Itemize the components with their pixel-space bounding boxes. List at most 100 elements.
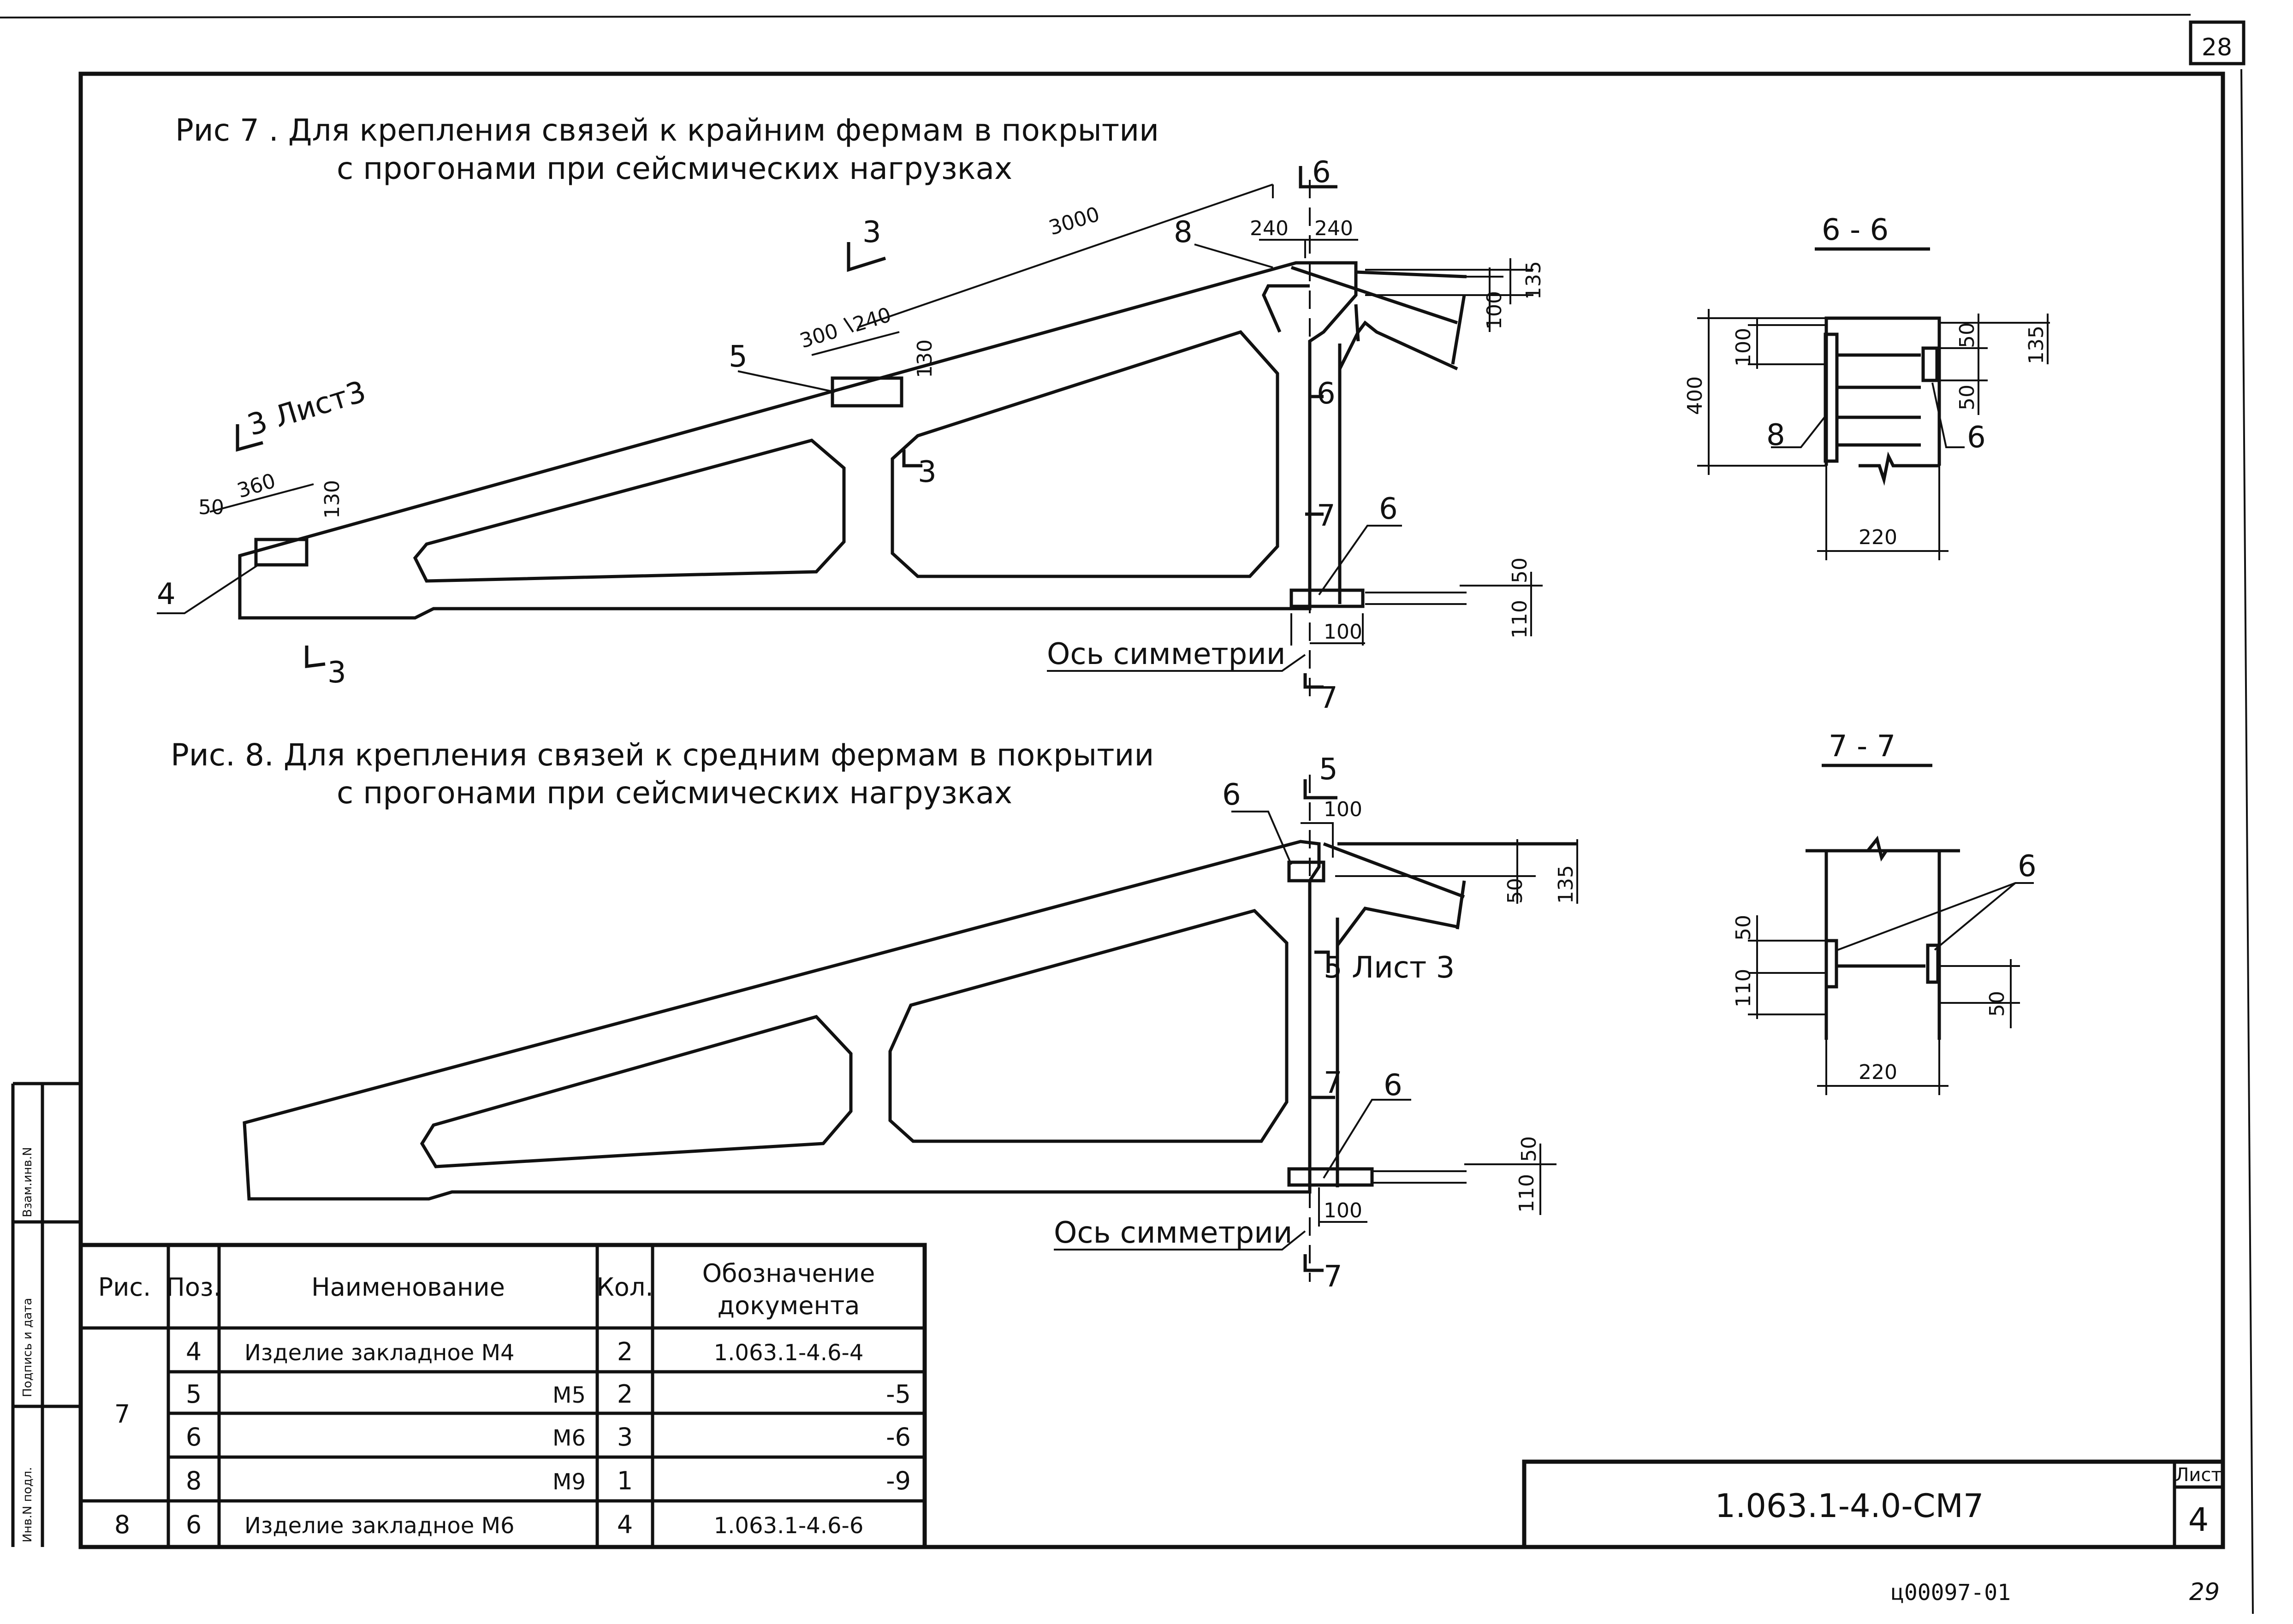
- dim-360: 360: [234, 469, 278, 503]
- section66-dim-220: 220: [1859, 526, 1897, 549]
- fig7-caption-line2: с прогонами при сейсмических нагрузках: [337, 151, 1012, 186]
- fig7-labels: 6 6 3 3 Лист3 3 3 7 7 8 5 4 6 Ось симмет…: [157, 155, 1402, 715]
- table-header-poz: Поз.: [166, 1273, 221, 1302]
- dim-50: 50: [198, 496, 224, 519]
- section66-dim-50-a: 50: [1955, 322, 1979, 348]
- row3-poz: 6: [186, 1422, 202, 1452]
- row4-poz: 8: [186, 1466, 202, 1495]
- row2-name: М5: [552, 1382, 586, 1408]
- fig7-section3-top: 3: [862, 215, 881, 249]
- fig8-axis-label: Ось симметрии: [1054, 1216, 1292, 1250]
- table-header-kol: Кол.: [596, 1273, 653, 1302]
- spec-table: Рис. Поз. Наименование Кол. Обозначение …: [81, 1243, 927, 1547]
- dim-3000: 3000: [1046, 202, 1102, 240]
- fig7-truss-outline: [238, 261, 1467, 620]
- dim-240-c: 240: [850, 303, 894, 337]
- sheet-frame: 28: [0, 14, 2254, 1614]
- table-row: 6 Изделие закладное М6 4 1.063.1-4.6-6: [186, 1510, 864, 1539]
- table-group-8: 8: [114, 1510, 130, 1539]
- fig8-truss-outline: [243, 840, 1577, 1201]
- fig8-labels: 6 5 5 Лист 3 7 6 7 Ось симметрии: [1054, 753, 1455, 1294]
- fig7-pos6: 6: [1379, 492, 1398, 526]
- fig7-section7-top: 7: [1317, 499, 1336, 533]
- section77-dim-220: 220: [1859, 1061, 1897, 1084]
- fig8-dim-100-b: 100: [1324, 1199, 1362, 1222]
- sheet-number: 4: [2188, 1501, 2209, 1539]
- dim-300: 300: [797, 319, 841, 353]
- section77-dim-50-a: 50: [1732, 915, 1755, 941]
- table-row: 6 М6 3 -6: [186, 1422, 911, 1452]
- dim-50-b: 50: [1508, 557, 1532, 583]
- fig8-pos6-top: 6: [1222, 778, 1241, 812]
- side-stamp: Взам.инв.N Подпись и дата Инв.N подл.: [11, 1082, 81, 1547]
- fig7-axis-label: Ось симметрии: [1047, 637, 1285, 671]
- row5-kol: 4: [617, 1510, 633, 1539]
- sheet-corner-number: 28: [2202, 34, 2232, 61]
- fig8-dim-50-b: 50: [1517, 1136, 1541, 1162]
- section66-pos8: 8: [1766, 418, 1785, 452]
- fig7-section3-bottom: 3: [327, 656, 346, 690]
- fig7-section6-top: 6: [1312, 155, 1331, 190]
- fig7-caption-line1: Рис 7 . Для крепления связей к крайним ф…: [175, 113, 1159, 148]
- row2-kol: 2: [617, 1380, 633, 1409]
- fig7-dimensions: 3000 240 240 135 100 300 240 130 50 360 …: [198, 184, 1545, 646]
- table-group-7: 7: [114, 1399, 130, 1428]
- page-number: 29: [2189, 1578, 2220, 1606]
- row3-name: М6: [552, 1425, 586, 1451]
- table-header-name: Наименование: [311, 1273, 505, 1302]
- stamp-inv-podl: Инв.N подл.: [21, 1467, 35, 1542]
- fig7-section3-mid: 3: [918, 455, 937, 489]
- table-row: 4 Изделие закладное М4 2 1.063.1-4.6-4: [186, 1337, 864, 1366]
- fig8-section5-list: 5 Лист 3: [1324, 951, 1455, 985]
- fig7-section7-bottom: 7: [1319, 681, 1338, 715]
- row4-doc: -9: [886, 1466, 911, 1495]
- section-7-7: 7 - 7 50 110 50 220 6: [1732, 729, 2037, 1095]
- table-header-ris: Рис.: [98, 1273, 151, 1302]
- fig7-pos5: 5: [729, 340, 748, 374]
- dim-110: 110: [1508, 600, 1532, 639]
- dim-130-a: 130: [913, 339, 937, 378]
- fig7-pos4: 4: [157, 577, 176, 611]
- designation: 1.063.1-4.0-CM7: [1715, 1487, 1984, 1525]
- section77-dim-110: 110: [1732, 969, 1755, 1008]
- table-header-doc-1: Обозначение: [702, 1259, 875, 1288]
- fig8-caption-line1: Рис. 8. Для крепления связей к средним ф…: [171, 737, 1154, 773]
- fig8-dim-135: 135: [1554, 865, 1578, 904]
- section66-dim-100: 100: [1732, 328, 1755, 367]
- dim-100-b: 100: [1324, 620, 1362, 644]
- row1-kol: 2: [617, 1337, 633, 1366]
- fig8-dimensions: 100 50 135 110 50 100: [1301, 798, 1578, 1227]
- fig8-dim-100-a: 100: [1324, 798, 1362, 821]
- dim-135: 135: [1522, 261, 1545, 300]
- stamp-vzam-inv: Взам.инв.N: [21, 1147, 35, 1217]
- dim-100: 100: [1483, 291, 1506, 330]
- table-row: 5 М5 2 -5: [186, 1380, 911, 1409]
- section77-title: 7 - 7: [1829, 729, 1895, 764]
- row1-name: Изделие закладное М4: [244, 1340, 515, 1366]
- fig8-caption-line2: с прогонами при сейсмических нагрузках: [337, 775, 1012, 811]
- fig7-section6-bottom: 6: [1317, 377, 1336, 411]
- section66-title: 6 - 6: [1822, 213, 1889, 247]
- section66-pos6: 6: [1967, 421, 1986, 455]
- row4-kol: 1: [617, 1466, 633, 1495]
- fig7-section3-list: 3 Лист3: [244, 374, 370, 443]
- section66-dim-50-b: 50: [1955, 385, 1979, 410]
- fig7: Рис 7 . Для крепления связей к крайним ф…: [157, 113, 1545, 715]
- section77-pos6: 6: [2018, 849, 2037, 883]
- sheet-label: Лист: [2175, 1464, 2222, 1486]
- row3-doc: -6: [886, 1422, 911, 1452]
- fig8-section7-top: 7: [1324, 1066, 1343, 1100]
- row5-poz: 6: [186, 1510, 202, 1539]
- row1-poz: 4: [186, 1337, 202, 1366]
- table-row: 8 М9 1 -9: [186, 1466, 911, 1495]
- section-6-6: 6 - 6 400 100 50 135 50 220 8 6: [1683, 213, 2050, 560]
- fig8-dim-110: 110: [1515, 1174, 1539, 1213]
- row2-poz: 5: [186, 1380, 202, 1409]
- archive-code: ц00097-01: [1891, 1580, 2011, 1606]
- title-block: 1.063.1-4.0-CM7 Лист 4: [1522, 1459, 2223, 1547]
- row2-doc: -5: [886, 1380, 911, 1409]
- row1-doc: 1.063.1-4.6-4: [714, 1340, 864, 1366]
- fig8-section7-bottom: 7: [1324, 1260, 1343, 1294]
- row3-kol: 3: [617, 1422, 633, 1452]
